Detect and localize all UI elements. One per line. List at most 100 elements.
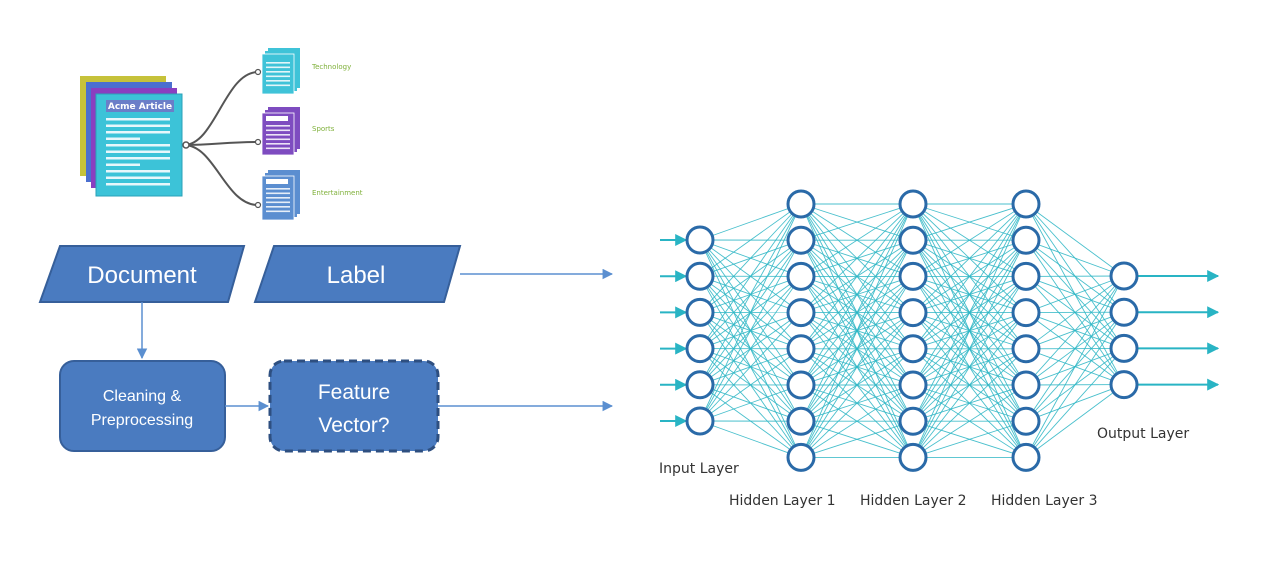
network-connection — [912, 276, 1027, 458]
network-connection — [699, 203, 802, 313]
mini-doc-line — [266, 210, 290, 213]
network-connection — [1025, 384, 1125, 458]
network-connection — [912, 420, 1027, 458]
feature-text-line2: Vector? — [318, 414, 389, 437]
input-neuron — [685, 406, 715, 436]
hidden-3-neuron — [1011, 225, 1041, 255]
network-connection — [912, 203, 1027, 386]
input-neuron — [685, 334, 715, 364]
mini-doc-line — [266, 143, 290, 145]
doc-text-line — [106, 144, 170, 147]
network-connection — [1025, 348, 1125, 458]
network-connection — [699, 203, 802, 386]
network-connection — [1025, 275, 1125, 386]
hidden-3-neuron — [1011, 189, 1041, 219]
hidden-2-neuron — [898, 334, 928, 364]
network-connection — [912, 203, 1027, 313]
doc-title: Acme Article — [108, 102, 172, 112]
hidden-3-neuron — [1011, 442, 1041, 472]
doc-text-line — [106, 170, 170, 173]
network-connection — [699, 276, 802, 422]
doc-text-line — [106, 131, 170, 134]
network-connection — [800, 203, 914, 313]
hidden-3-neuron — [1011, 370, 1041, 400]
network-connection — [1025, 311, 1125, 458]
network-neurons — [685, 189, 1139, 472]
mini-doc-lines — [266, 188, 290, 213]
doc-text-line — [106, 157, 170, 160]
network-connection — [912, 203, 1027, 422]
label-text: Label — [327, 262, 386, 289]
input-neuron — [685, 370, 715, 400]
mini-doc-line — [266, 84, 290, 87]
category-label-technology: Technology — [311, 63, 351, 71]
category-technology-stack — [261, 48, 300, 95]
mini-doc-line — [266, 62, 290, 64]
doc-text-line — [106, 183, 170, 186]
branch-sports — [183, 141, 259, 146]
network-connection — [699, 312, 802, 422]
hidden-1-neuron — [786, 370, 816, 400]
mini-doc-line — [266, 66, 290, 69]
cleaning-text-line1: Cleaning & — [103, 388, 182, 405]
hidden-1-neuron — [786, 261, 816, 291]
branch-end-dot — [254, 138, 262, 146]
network-connection — [699, 203, 802, 277]
branch-technology — [183, 71, 259, 146]
network-connection — [800, 276, 914, 458]
hidden-2-neuron — [898, 261, 928, 291]
network-connection — [800, 420, 914, 458]
network-connection — [1025, 275, 1125, 422]
document-parallelogram — [38, 245, 246, 303]
output-neuron — [1109, 370, 1139, 400]
article-illustration: Acme Article Te — [80, 48, 363, 221]
branch-entertainment — [183, 144, 259, 206]
category-sports-stack — [261, 107, 300, 156]
flowchart: Document Label Cleaning & Preprocessing … — [38, 245, 614, 453]
mini-doc-line — [266, 201, 290, 204]
network-connection — [1025, 275, 1125, 458]
doc-title-bar — [106, 100, 174, 112]
branch-origin-dot — [182, 141, 190, 149]
doc-text-line — [106, 124, 170, 127]
network-connection — [800, 203, 914, 277]
mini-doc-line — [266, 125, 290, 127]
network-connection — [800, 203, 914, 386]
network-connection — [800, 203, 914, 458]
mini-doc-line — [266, 80, 290, 82]
network-connection — [699, 203, 802, 422]
mini-doc-line — [266, 197, 290, 199]
hidden-2-neuron — [898, 370, 928, 400]
document-label: Document — [87, 262, 197, 289]
network-connection — [699, 203, 802, 241]
hidden-2-neuron — [898, 406, 928, 436]
hidden-3-neuron — [1011, 406, 1041, 436]
label-parallelogram — [253, 245, 462, 303]
hidden-3-neuron — [1011, 261, 1041, 291]
network-connection — [800, 203, 914, 422]
network-io-arrows — [660, 234, 1220, 427]
mini-doc-line — [266, 147, 290, 150]
output-neuron — [1109, 261, 1139, 291]
network-connection — [912, 384, 1027, 458]
output-layer-label: Output Layer — [1097, 426, 1189, 442]
category-entertainment-stack — [261, 170, 300, 221]
output-neuron — [1109, 297, 1139, 327]
network-connection — [699, 348, 802, 422]
network-connection — [800, 384, 914, 458]
mini-doc-title-bar — [266, 116, 288, 121]
mini-doc-line — [266, 138, 290, 141]
network-connection — [800, 203, 914, 350]
network-connection — [912, 203, 1027, 350]
network-connection — [912, 312, 1027, 458]
hidden-2-neuron — [898, 298, 928, 328]
mini-doc-line — [266, 188, 290, 190]
hidden-2-neuron — [898, 189, 928, 219]
network-connection — [699, 384, 802, 422]
branch-end-dot — [254, 68, 262, 76]
network-connection — [1025, 275, 1125, 314]
input-neuron — [685, 225, 715, 255]
network-connection — [912, 348, 1027, 458]
doc-text-line — [106, 150, 170, 153]
